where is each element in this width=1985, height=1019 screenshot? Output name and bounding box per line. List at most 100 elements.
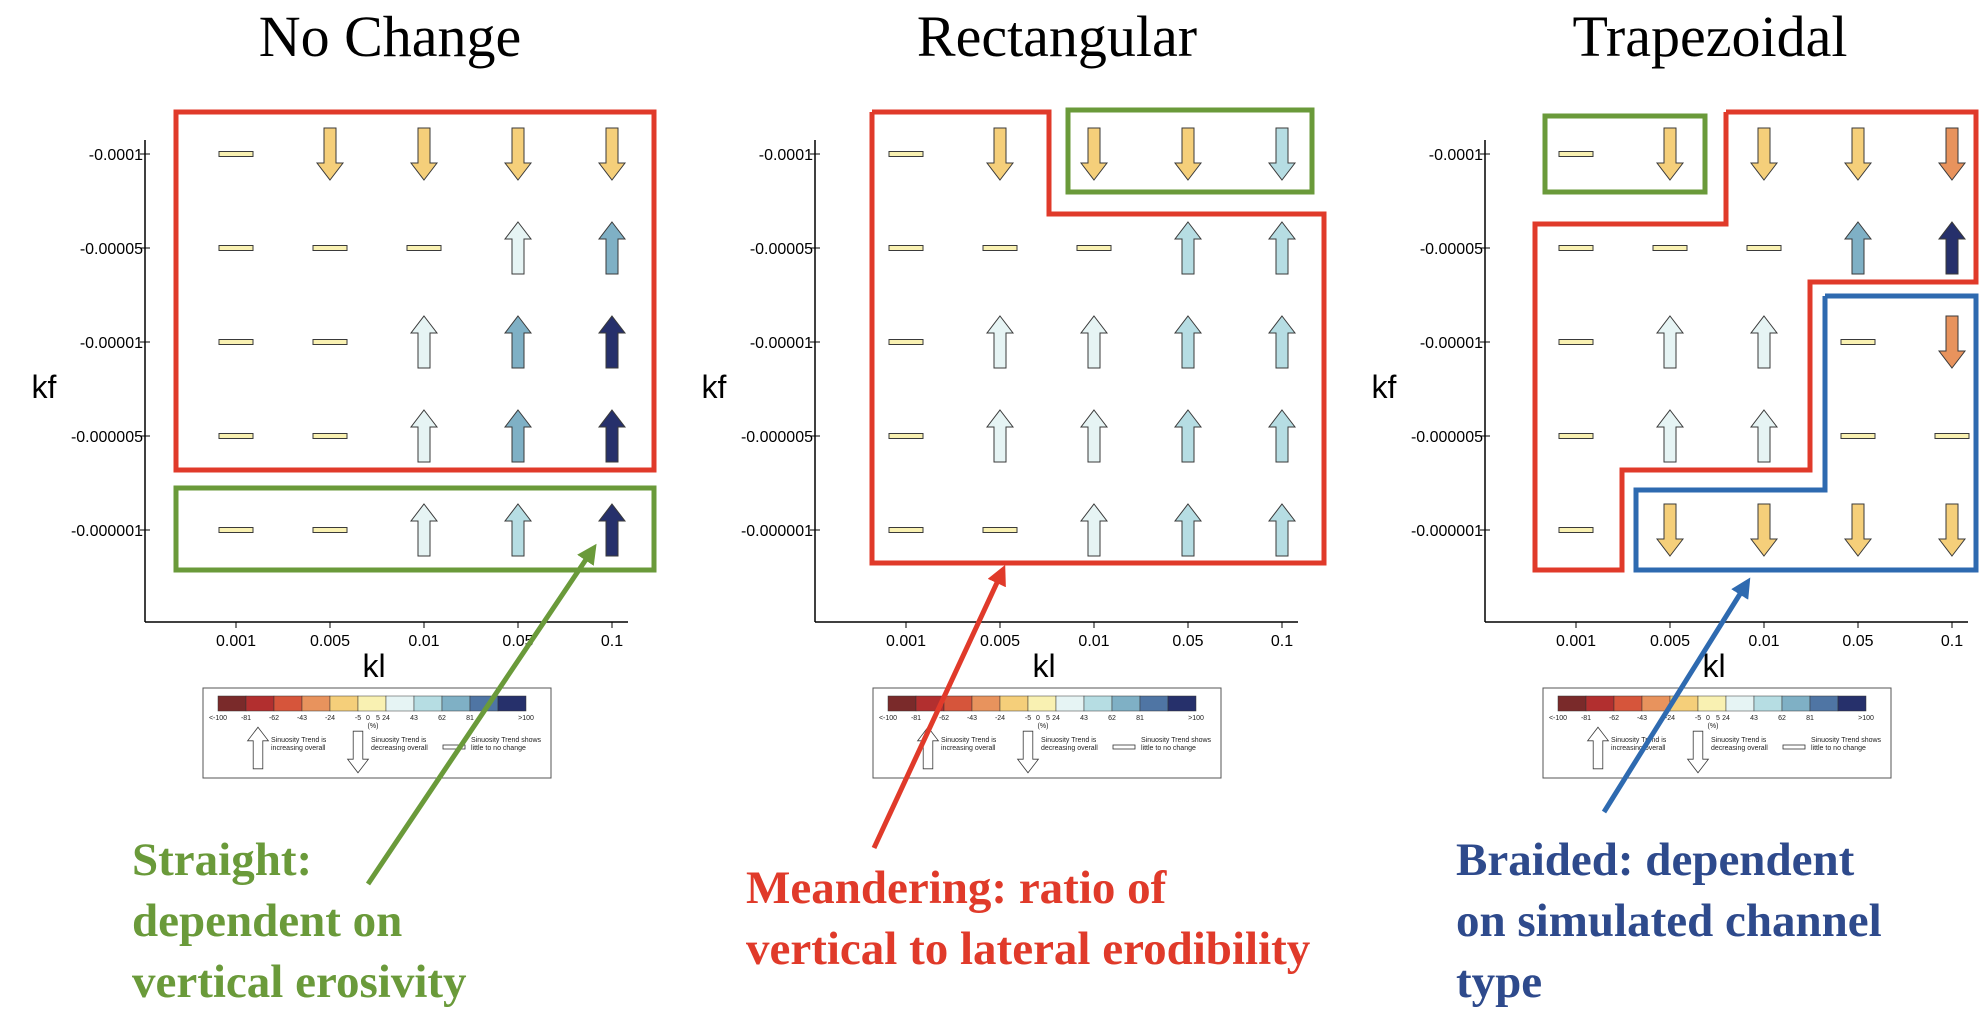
panel-title: Trapezoidal <box>1573 4 1848 69</box>
legend-swatch <box>245 695 275 712</box>
arrow-down-icon <box>1686 730 1710 774</box>
legend-swatch <box>1753 695 1783 712</box>
legend-tick-label: <-100 <box>209 715 227 722</box>
legend-swatch <box>1111 695 1141 712</box>
braided-callout-arrow <box>1601 577 1751 814</box>
no-change-bar-icon <box>888 433 924 439</box>
no-change-bar-icon <box>1558 245 1594 251</box>
legend-tick-label: -5 <box>355 715 361 722</box>
legend-tick-label: >100 <box>1188 715 1204 722</box>
arrow-down-icon <box>1937 315 1967 369</box>
arrow-up-icon <box>1749 409 1779 463</box>
no-change-bar-icon <box>1076 245 1112 251</box>
arrow-down-icon <box>1655 503 1685 557</box>
arrow-up-icon <box>985 315 1015 369</box>
arrow-up-icon <box>1079 315 1109 369</box>
legend-swatch <box>1837 695 1867 712</box>
no-change-bar-icon <box>1934 433 1970 439</box>
legend-down-text: Sinuosity Trend is <box>1711 737 1767 744</box>
legend-tick-label: 81 <box>466 715 474 722</box>
arrow-down-icon <box>1937 503 1967 557</box>
no-change-bar-icon <box>312 527 348 533</box>
panels: No Change-0.0001-0.00005-0.00001-0.00000… <box>32 4 1970 779</box>
arrow-down-icon <box>1173 127 1203 181</box>
legend-tick-label: 62 <box>1108 715 1116 722</box>
y-tick-label: -0.000001 <box>741 523 813 540</box>
no-change-bar-icon <box>1652 245 1688 251</box>
legend-tick-label: 62 <box>438 715 446 722</box>
legend-swatch <box>1167 695 1197 712</box>
legend-swatch <box>273 695 303 712</box>
arrow-up-icon <box>1586 726 1610 770</box>
legend-flat-icon <box>1782 744 1806 750</box>
legend-swatch <box>301 695 331 712</box>
legend-swatch <box>413 695 443 712</box>
arrow-up-icon <box>597 221 627 275</box>
legend-swatch <box>887 695 917 712</box>
y-tick-label: -0.00001 <box>1420 335 1483 352</box>
x-tick-label: 0.005 <box>310 633 350 650</box>
straight-region-border <box>173 485 657 573</box>
legend-tick-label: 43 <box>410 715 418 722</box>
legend-tick-label: 24 <box>1052 715 1060 722</box>
caption-line: type <box>1456 956 1542 1008</box>
y-tick-label: -0.0001 <box>1429 147 1483 164</box>
no-change-bar-icon <box>218 433 254 439</box>
legend-up-text: increasing overall <box>271 745 326 752</box>
legend-down <box>1686 730 1710 774</box>
y-axis-label: kf <box>32 369 57 405</box>
legend-tick-label: 24 <box>1722 715 1730 722</box>
arrow-up-icon <box>1173 503 1203 557</box>
arrow-down-icon <box>1016 730 1040 774</box>
arrow-up-icon <box>597 409 627 463</box>
no-change-bar-icon <box>312 433 348 439</box>
arrow-up-icon <box>1655 315 1685 369</box>
arrow-down-icon <box>597 127 627 181</box>
y-tick-label: -0.00005 <box>750 241 813 258</box>
arrow-up-icon <box>1267 221 1297 275</box>
no-change-bar-icon <box>218 151 254 157</box>
arrow-up-icon <box>409 409 439 463</box>
legend-up-text: Sinuosity Trend is <box>941 737 997 744</box>
caption-line: dependent on <box>132 895 402 947</box>
x-tick-label: 0.01 <box>1748 633 1779 650</box>
legend-swatch <box>1083 695 1113 712</box>
x-tick-label: 0.005 <box>1650 633 1690 650</box>
arrow-up-icon <box>1749 315 1779 369</box>
legend-flat-icon <box>1112 744 1136 750</box>
legend-tick-label: -62 <box>269 715 279 722</box>
caption-line: Straight: <box>132 834 312 886</box>
y-axis-label: kf <box>702 369 727 405</box>
legend-up-text: Sinuosity Trend is <box>1611 737 1667 744</box>
legend-swatch <box>1781 695 1811 712</box>
y-axis-label: kf <box>1372 369 1397 405</box>
legend-tick-label: 43 <box>1750 715 1758 722</box>
y-tick-label: -0.00001 <box>80 335 143 352</box>
arrow-up-icon <box>1267 409 1297 463</box>
legend-swatch <box>943 695 973 712</box>
legend-flat-text: Sinuosity Trend shows <box>1141 737 1212 744</box>
y-tick-label: -0.00001 <box>750 335 813 352</box>
no-change-bar-icon <box>218 339 254 345</box>
legend-tick-label: 62 <box>1778 715 1786 722</box>
arrow-down-icon <box>1749 127 1779 181</box>
legend-down <box>346 730 370 774</box>
panel-3: Trapezoidal-0.0001-0.00005-0.00001-0.000… <box>1372 4 1970 779</box>
meander-region-border <box>869 109 1327 566</box>
legend-swatch <box>1809 695 1839 712</box>
legend-up-text: increasing overall <box>941 745 996 752</box>
arrow-down-icon <box>409 127 439 181</box>
legend-tick-label: -81 <box>1581 715 1591 722</box>
legend-up <box>246 726 270 770</box>
legend-tick-label: 81 <box>1806 715 1814 722</box>
no-change-bar-icon <box>218 245 254 251</box>
no-change-bar-icon <box>1840 339 1876 345</box>
legend-swatch <box>1055 695 1085 712</box>
y-tick-label: -0.000005 <box>741 429 813 446</box>
straight-region-border <box>1542 113 1708 195</box>
legend-flat-text: little to no change <box>471 745 526 752</box>
braided-region-border <box>1633 293 1979 573</box>
legend-swatch <box>497 695 527 712</box>
